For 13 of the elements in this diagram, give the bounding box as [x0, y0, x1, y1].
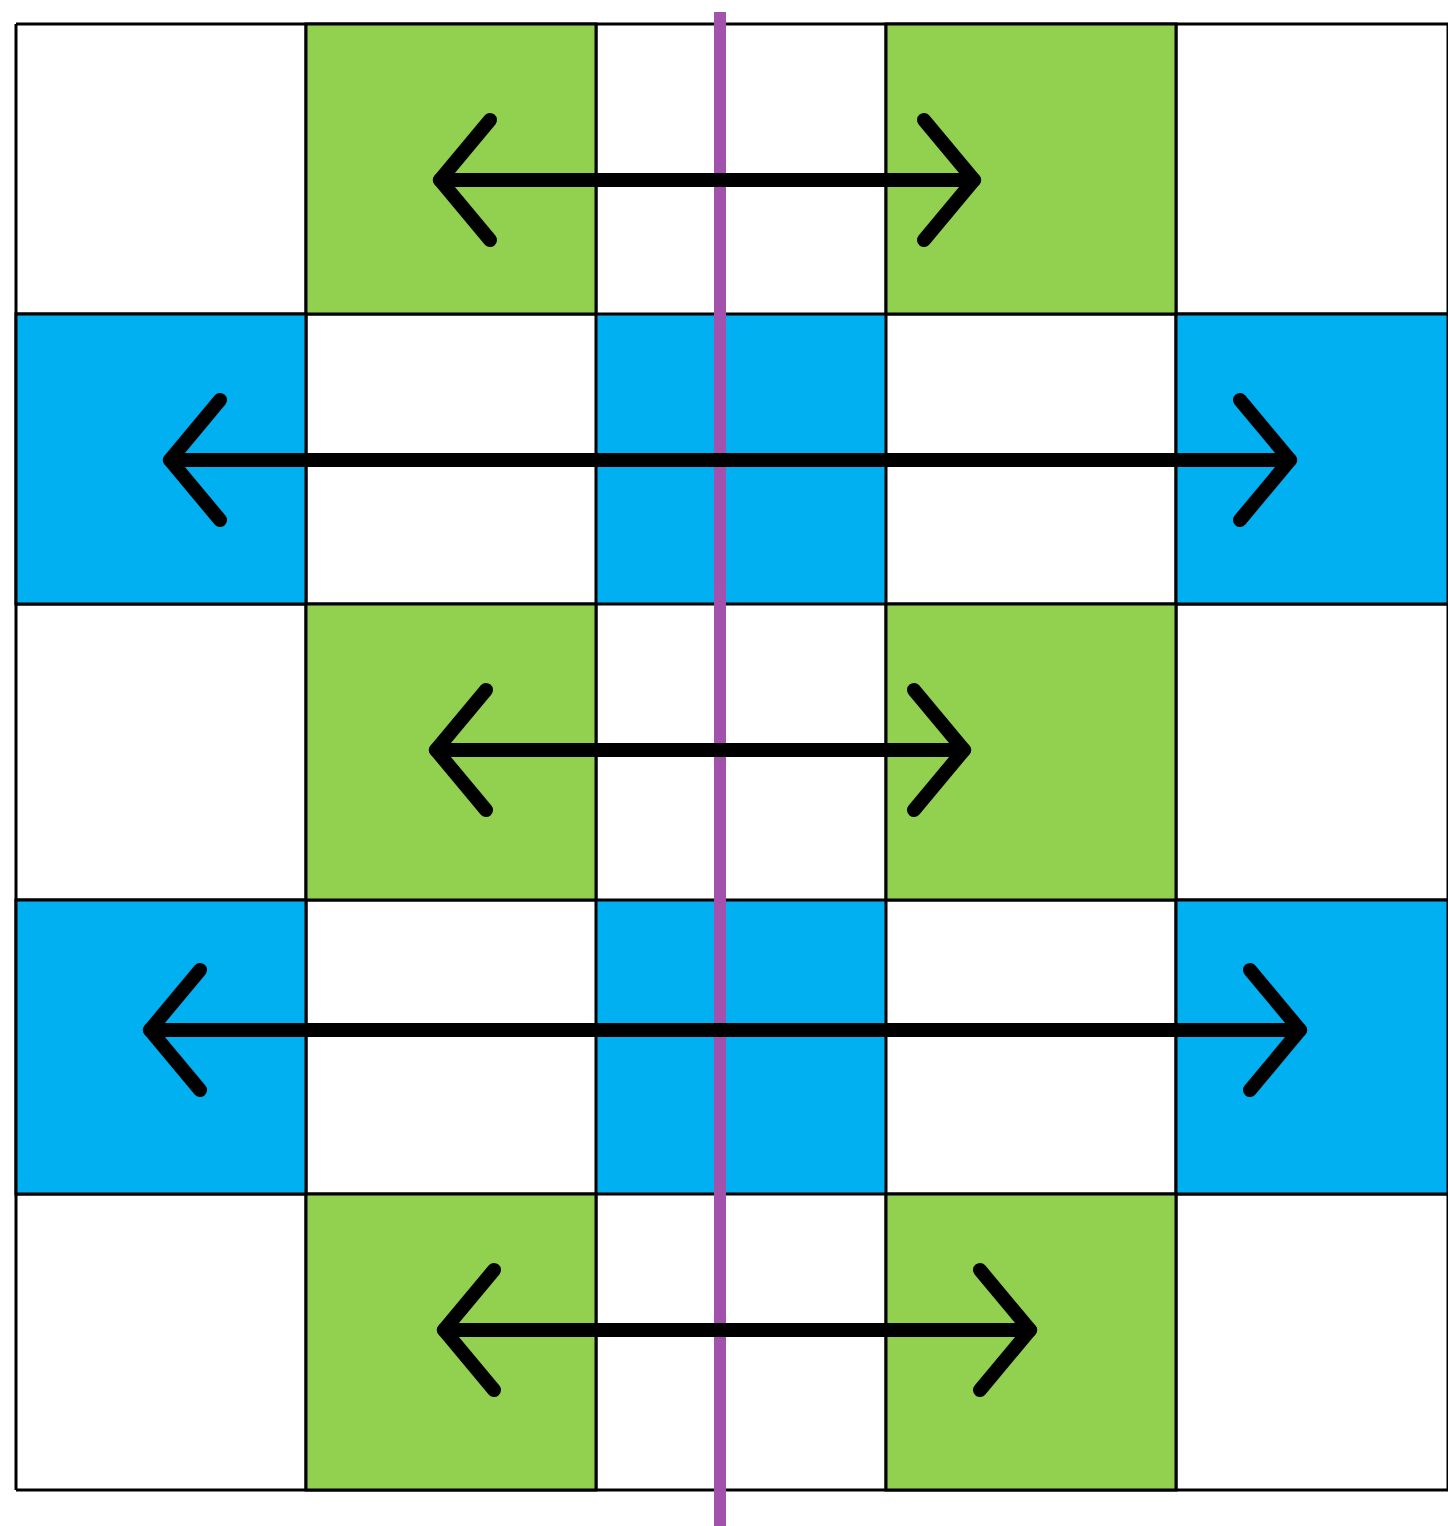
arrow [143, 963, 1307, 1097]
shaded-square [884, 1192, 1178, 1492]
arrow [429, 683, 971, 817]
shaded-square [14, 312, 308, 606]
shaded-square [884, 22, 1178, 316]
arrow [437, 1263, 1037, 1397]
shaded-square [304, 602, 598, 902]
shaded-square [304, 1192, 598, 1492]
shaded-square [304, 22, 598, 316]
arrow [433, 113, 981, 247]
shaded-square [884, 602, 1178, 902]
arrow [163, 393, 1297, 527]
shaded-square [14, 898, 308, 1196]
